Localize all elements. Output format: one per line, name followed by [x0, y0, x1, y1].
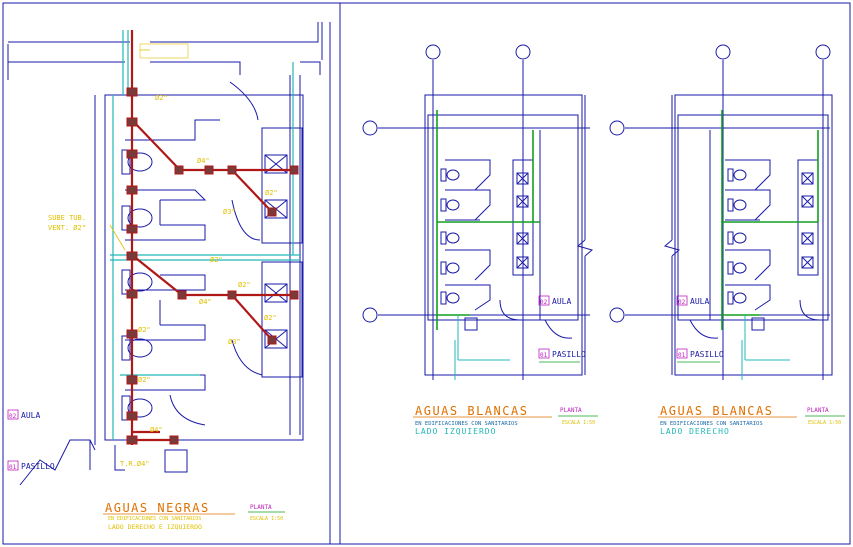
left-plan-annotations: Ø2" Ø4" Ø2" Ø3" Ø2" Ø2" Ø4" Ø2" Ø3" Ø2" …: [7, 43, 278, 471]
plan-side: LADO DERECHO: [660, 427, 730, 436]
plan-scale: ESCALA 1:50: [562, 420, 595, 426]
room-name: AULA: [552, 297, 571, 306]
pipe-label: Ø2": [210, 256, 223, 264]
room-name: AULA: [21, 411, 40, 420]
plan-title: AGUAS NEGRAS: [105, 501, 210, 515]
left-title-block: AGUAS NEGRAS PLANTA EN EDIFICACIONES CON…: [103, 501, 285, 531]
right-plan-water: [721, 110, 819, 330]
vent-label: SUBE TUB.: [48, 214, 86, 222]
left-plan-leaders: [109, 49, 150, 251]
plan-title: AGUAS BLANCAS: [415, 404, 528, 418]
plan-side: LADO DERECHO E IZQUIERDO: [108, 523, 202, 531]
left-plan-vents: [110, 30, 300, 440]
middle-plan-water: [436, 110, 540, 330]
pipe-label: Ø3": [223, 208, 236, 216]
pipe-label: Ø2": [265, 189, 278, 197]
pipe-label: Ø2": [138, 326, 151, 334]
middle-plan-water2: [454, 315, 510, 380]
plan-subtitle: EN EDIFICACIONES CON SANITARIOS: [660, 421, 763, 427]
plan-scale: ESCALA 1:50: [808, 420, 841, 426]
room-name: AULA: [690, 297, 709, 306]
right-plan-labels: 02 AULA 01 PASILLO: [676, 295, 724, 363]
plan-tag: PLANTA: [560, 407, 582, 414]
room-number: 02: [9, 413, 17, 420]
plan-tag: PLANTA: [250, 504, 272, 511]
right-plan: [609, 44, 833, 380]
right-plan-water2: [741, 315, 790, 380]
tr-label: T.R.Ø4": [120, 460, 150, 468]
room-number: 02: [540, 299, 548, 306]
left-plan-fittings: [126, 87, 299, 445]
pipe-label: Ø4": [199, 298, 212, 306]
plan-subtitle: EN EDIFICACIONES CON SANITARIOS: [415, 421, 518, 427]
plan-subtitle: EN EDIFICACIONES CON SANITARIOS: [108, 516, 201, 522]
pipe-label: Ø4": [197, 157, 210, 165]
room-name: PASILLO: [690, 350, 724, 359]
room-number: 01: [540, 352, 548, 359]
right-title-block: AGUAS BLANCAS PLANTA EN EDIFICACIONES CO…: [658, 404, 845, 436]
pipe-label: Ø3": [228, 338, 241, 346]
plan-tag: PLANTA: [807, 407, 829, 414]
left-plan: [7, 22, 331, 544]
pipe-label: Ø4": [150, 426, 163, 434]
pipe-label: Ø2": [238, 281, 251, 289]
plan-title: AGUAS BLANCAS: [660, 404, 773, 418]
room-name: PASILLO: [21, 462, 55, 471]
middle-plan: [362, 44, 594, 380]
room-number: 02: [678, 299, 686, 306]
room-number: 01: [678, 352, 686, 359]
room-number: 01: [9, 464, 17, 471]
room-name: PASILLO: [552, 350, 586, 359]
pipe-label: Ø2": [264, 314, 277, 322]
plan-side: LADO IZQUIERDO: [415, 427, 496, 436]
middle-plan-labels: 02 AULA 01 PASILLO: [538, 295, 586, 363]
pipe-label: Ø2": [155, 94, 168, 102]
left-plan-sewer: [130, 30, 295, 445]
pipe-label: Ø2": [138, 376, 151, 384]
middle-title-block: AGUAS BLANCAS PLANTA EN EDIFICACIONES CO…: [413, 404, 598, 436]
vent-label: VENT. Ø2": [48, 224, 86, 232]
plan-scale: ESCALA 1:50: [250, 516, 283, 522]
